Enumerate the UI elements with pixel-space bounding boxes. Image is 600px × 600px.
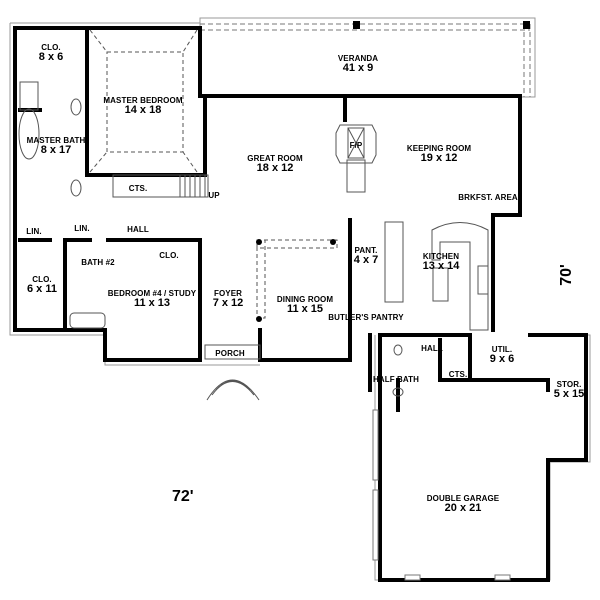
room-name: CLO. xyxy=(32,275,52,284)
room-label-porch: PORCH xyxy=(215,349,245,358)
room-dimensions: 13 x 14 xyxy=(422,260,460,273)
room-name: DINING ROOM xyxy=(276,295,334,304)
room-label-cts-2: CTS. xyxy=(448,370,468,379)
room-name: DOUBLE GARAGE xyxy=(426,494,500,503)
room-dimensions: 9 x 6 xyxy=(489,353,515,366)
room-label-hall-2: HALL xyxy=(421,344,443,353)
room-label-utility: UTIL.9 x 6 xyxy=(489,345,515,366)
room-dimensions: 11 x 13 xyxy=(133,297,171,310)
room-dimensions: 7 x 12 xyxy=(212,297,244,310)
dining-beam xyxy=(256,239,338,249)
room-dimensions: 14 x 18 xyxy=(124,104,162,117)
room-dimensions: 11 x 15 xyxy=(286,303,324,316)
room-dimensions: 18 x 12 xyxy=(256,162,294,175)
room-label-half-bath: HALF BATH xyxy=(372,375,420,384)
room-dimensions: 4 x 7 xyxy=(353,254,379,267)
room-label-pantry: PANT.4 x 7 xyxy=(353,246,379,267)
room-label-hall-1: HALL xyxy=(127,225,149,234)
room-dimensions: 8 x 17 xyxy=(40,144,72,157)
room-dimensions: 20 x 21 xyxy=(444,502,482,515)
room-label-butlers-pantry: BUTLER'S PANTRY xyxy=(328,313,404,322)
overall-width-dimension: 72' xyxy=(172,488,194,505)
kitchen-counters xyxy=(384,221,489,331)
room-name: CLO. xyxy=(159,251,179,260)
room-name: F/P xyxy=(349,141,363,150)
room-name: HALL xyxy=(127,225,149,234)
room-label-bath-2: BATH #2 xyxy=(81,258,115,267)
room-label-brkfst-area: BRKFST. AREA xyxy=(458,193,518,202)
room-dimensions: 19 x 12 xyxy=(420,152,458,165)
room-label-stair-up: UP xyxy=(208,191,220,200)
kitchen-island xyxy=(432,267,449,302)
master-tray-ceiling xyxy=(106,51,184,153)
room-label-storage: STOR.5 x 15 xyxy=(553,380,585,401)
stairs xyxy=(112,174,209,198)
room-name: MASTER BEDROOM xyxy=(103,96,183,105)
room-dimensions: 6 x 11 xyxy=(27,283,57,296)
room-dimensions: 8 x 6 xyxy=(38,51,64,64)
master-tub xyxy=(18,108,40,160)
room-name: CTS. xyxy=(128,184,148,193)
fireplace xyxy=(335,124,377,193)
room-name: PANT. xyxy=(354,246,378,255)
room-label-closet-master: CLO.8 x 6 xyxy=(38,43,64,64)
room-name: STOR. xyxy=(556,380,582,389)
porch-steps xyxy=(204,344,261,401)
room-name: BEDROOM #4 / STUDY xyxy=(107,289,197,298)
room-name: HALF BATH xyxy=(372,375,420,384)
room-name: LIN. xyxy=(74,224,90,233)
room-name: UP xyxy=(208,191,220,200)
room-name: GREAT ROOM xyxy=(247,154,303,163)
room-label-linen-1: LIN. xyxy=(26,227,42,236)
room-name: UTIL. xyxy=(491,345,513,354)
room-label-closet-cts: CTS. xyxy=(128,184,148,193)
room-name: KEEPING ROOM xyxy=(406,144,472,153)
room-dimensions: 41 x 9 xyxy=(342,62,374,75)
room-dimensions: 5 x 15 xyxy=(553,388,585,401)
room-name: CLO. xyxy=(41,43,61,52)
master-shower xyxy=(19,81,39,111)
room-name: VERANDA xyxy=(337,54,379,63)
overall-depth-dimension: 70' xyxy=(557,264,575,286)
room-label-linen-2: LIN. xyxy=(74,224,90,233)
room-name: CTS. xyxy=(448,370,468,379)
room-name: BUTLER'S PANTRY xyxy=(328,313,404,322)
room-label-fireplace: F/P xyxy=(349,141,363,150)
room-name: HALL xyxy=(421,344,443,353)
room-name: MASTER BATH xyxy=(26,136,86,145)
room-name: LIN. xyxy=(26,227,42,236)
room-label-closet-6x11: CLO.6 x 11 xyxy=(27,275,57,296)
room-name: PORCH xyxy=(215,349,245,358)
room-name: FOYER xyxy=(213,289,243,298)
room-name: BRKFST. AREA xyxy=(458,193,518,202)
room-name: KITCHEN xyxy=(422,252,460,261)
room-label-closet-study: CLO. xyxy=(159,251,179,260)
bath2-tub xyxy=(69,312,106,329)
room-name: BATH #2 xyxy=(81,258,115,267)
